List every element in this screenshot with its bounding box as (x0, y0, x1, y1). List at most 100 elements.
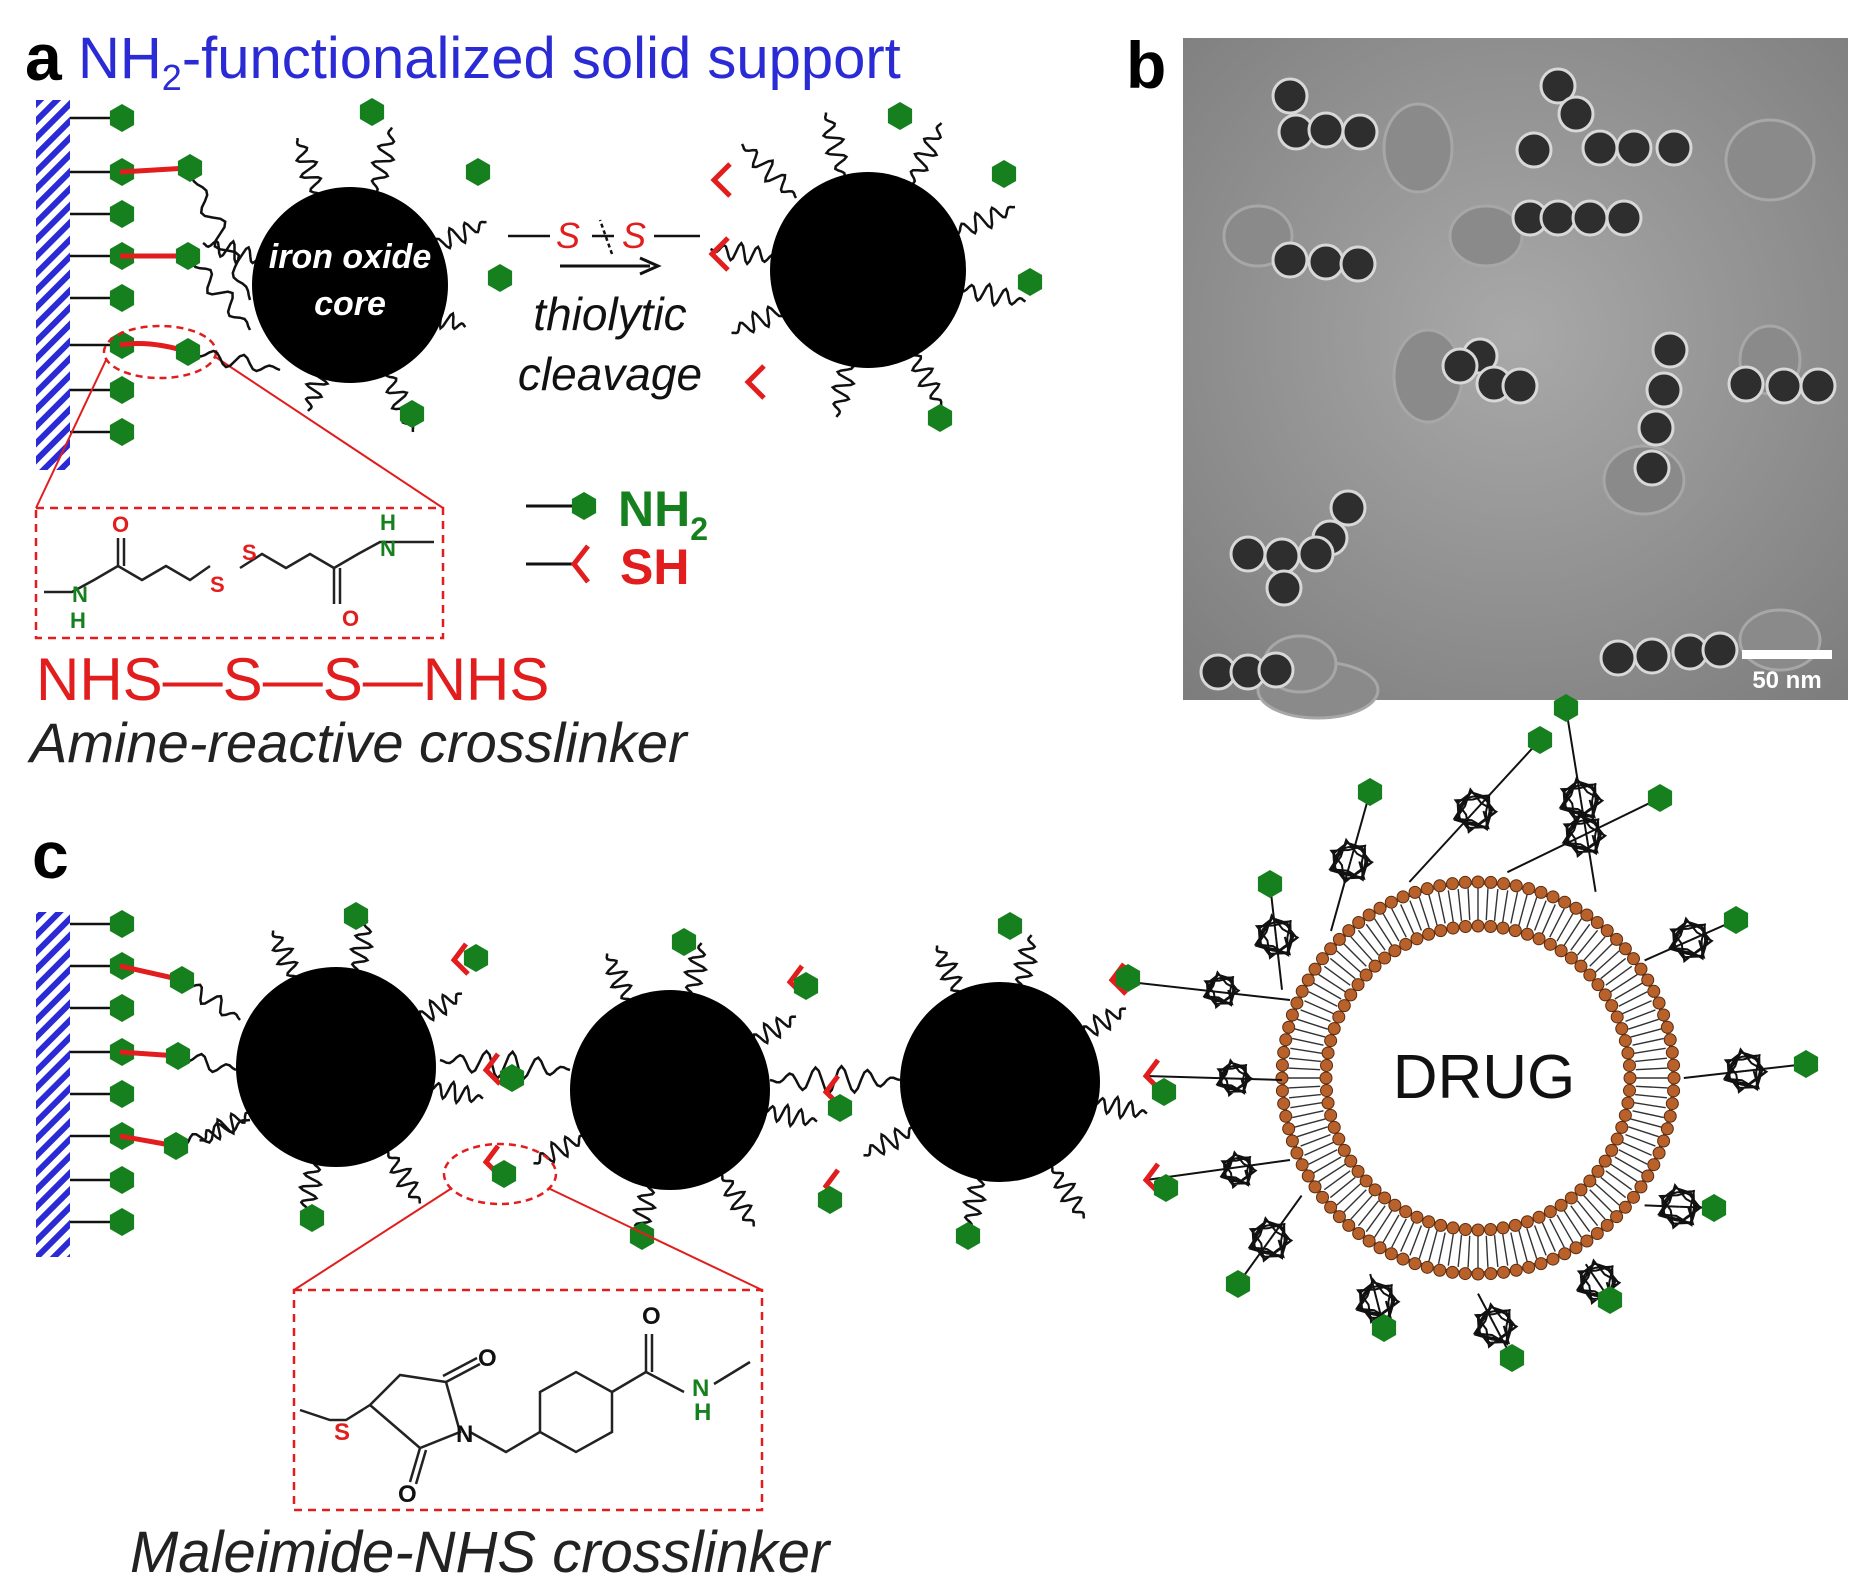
polymer-chain (821, 112, 849, 181)
lipid-tail (1290, 1047, 1323, 1054)
lipid-head-outer (1618, 1200, 1632, 1214)
amine-hexagon-icon (109, 418, 135, 446)
polymer-chain (271, 930, 299, 983)
lipid-head-inner (1471, 919, 1485, 933)
lipid-head-outer (1647, 984, 1661, 998)
lipid-head-outer (1509, 1263, 1523, 1277)
amine-hexagon-icon (1017, 268, 1043, 296)
lipid-head-outer (1558, 895, 1572, 909)
peg-anchor (1477, 1293, 1496, 1327)
lipid-tail (1343, 943, 1367, 967)
lipid-head-outer (1660, 1020, 1674, 1034)
chem-a-h2: H (380, 510, 396, 535)
arrow-label-thiolytic: thiolytic (533, 288, 686, 340)
amine-hexagon-icon (1701, 1194, 1727, 1222)
lipid-head-outer (1610, 932, 1624, 946)
panel-a-title: NH2-functionalized solid support (78, 26, 901, 98)
lipid-tail (1563, 918, 1583, 946)
lipid-head-outer (1569, 901, 1583, 915)
lipid-tail (1294, 1028, 1326, 1038)
lipid-head-outer (1641, 973, 1655, 987)
liposome-lumen (1333, 933, 1623, 1223)
lipid-tail (1614, 982, 1643, 1000)
lipid-tail (1610, 973, 1638, 993)
lipid-tail (1594, 1183, 1620, 1206)
lipid-tail (1290, 1102, 1323, 1109)
liposome-linker (1111, 979, 1291, 1001)
amine-hexagon-icon (177, 154, 203, 182)
lipid-tail (1300, 1133, 1331, 1147)
iron-oxide-core-c2 (570, 990, 770, 1190)
lipid-head-inner (1610, 1010, 1624, 1024)
amine-hexagon-icon (991, 160, 1017, 188)
lipid-head-outer (1279, 1033, 1293, 1047)
lipid-head-outer (1618, 942, 1632, 956)
scale-bar (1742, 650, 1832, 659)
amine-hexagon-icon (109, 910, 135, 938)
nanoparticle (1645, 371, 1683, 409)
polymer-chain (188, 167, 252, 301)
lipid-tail (1549, 1218, 1565, 1248)
polymer-chain (533, 1134, 586, 1165)
lipid-head-outer (1660, 1122, 1674, 1136)
support-amine-groups-a (70, 104, 135, 446)
lipid-tail (1502, 890, 1509, 923)
thiol-fork-icon (450, 942, 470, 976)
amine-hexagon-icon (343, 902, 369, 930)
nanoparticle (1633, 449, 1671, 487)
amine-hexagon-icon (109, 1080, 135, 1108)
lipid-head-outer (1667, 1084, 1681, 1098)
lipid-head-inner (1321, 1096, 1335, 1110)
lipid-tail (1600, 957, 1627, 980)
lipid-head-outer (1277, 1097, 1291, 1111)
lipid-head-inner (1368, 1183, 1382, 1197)
polymer-chain (175, 1118, 251, 1148)
nanoparticle (1341, 113, 1379, 151)
amine-groups-c (163, 902, 1179, 1250)
lipid-head-outer (1484, 1267, 1498, 1281)
lipid-tail (1447, 890, 1454, 923)
nanoparticle (1637, 409, 1675, 447)
nanoparticle (1799, 367, 1837, 405)
lipid-tail (1288, 1093, 1321, 1099)
peg-chain (1219, 1150, 1258, 1190)
zoom-lines-a (35, 355, 444, 509)
amine-hexagon-icon (491, 1160, 517, 1188)
polymer-chain (951, 205, 1016, 236)
lipid-head-inner (1344, 1154, 1358, 1168)
polymer-chain (720, 1174, 756, 1227)
lipid-head-inner (1615, 1022, 1629, 1036)
peg-chain (1202, 970, 1241, 1010)
peg-anchor (1408, 810, 1476, 883)
peg-chain (1668, 916, 1714, 964)
lipid-head-outer (1590, 916, 1604, 930)
zoom-lines-c (293, 1187, 763, 1291)
chem-a-s2: S (242, 540, 257, 565)
lipid-head-inner (1359, 1174, 1373, 1188)
peg-tether (1473, 739, 1541, 812)
iron-oxide-core-c1 (236, 967, 436, 1167)
nanoparticle (1441, 347, 1479, 385)
arrow-label-cleavage: cleavage (518, 348, 702, 400)
lipid-head-inner (1543, 937, 1557, 951)
lipid-tail (1610, 1163, 1638, 1183)
solid-support-a (36, 100, 70, 470)
nanoparticle (1765, 367, 1803, 405)
lipid-tail (1457, 888, 1463, 921)
amine-hexagon-icon (109, 376, 135, 404)
amine-groups-a (175, 98, 1043, 432)
lipid-head-inner (1337, 999, 1351, 1013)
nanoparticle (1655, 129, 1693, 167)
peg-anchor (1275, 936, 1283, 990)
polymer-chain (386, 1151, 422, 1204)
liposome-linker (1145, 1075, 1283, 1081)
chem-c-o-top: O (642, 1303, 661, 1330)
peg-chain (1561, 811, 1608, 858)
lipid-head-inner (1458, 1222, 1472, 1236)
lipid-tail (1409, 1225, 1423, 1256)
amine-hexagon-icon (299, 1204, 325, 1232)
nanoparticle (1329, 489, 1367, 527)
lipid-head-outer (1301, 1169, 1315, 1183)
lipid-head-outer (1663, 1109, 1677, 1123)
peg-anchor (1506, 834, 1585, 874)
